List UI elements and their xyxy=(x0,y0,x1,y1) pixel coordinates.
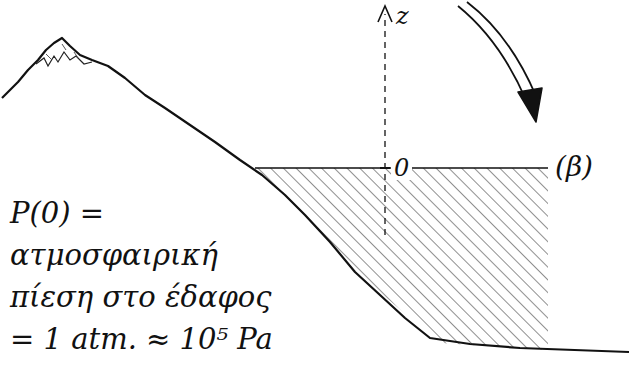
axis-label: z xyxy=(396,4,409,28)
sea-hatching xyxy=(255,168,548,350)
curved-arrow xyxy=(458,6,526,100)
origin-label: 0 xyxy=(391,156,412,180)
axis-arrowhead xyxy=(378,6,392,22)
note-text: P(0) = ατμοσφαιρική πίεση στο έδαφος = 1… xyxy=(10,192,282,360)
z-axis xyxy=(384,14,385,235)
panel-label: (β) xyxy=(552,153,596,181)
curved-arrow xyxy=(467,2,536,96)
curved-arrowhead xyxy=(518,88,542,122)
origin-tick xyxy=(380,167,390,169)
snow-detail xyxy=(46,44,78,60)
snow-line xyxy=(36,52,92,66)
